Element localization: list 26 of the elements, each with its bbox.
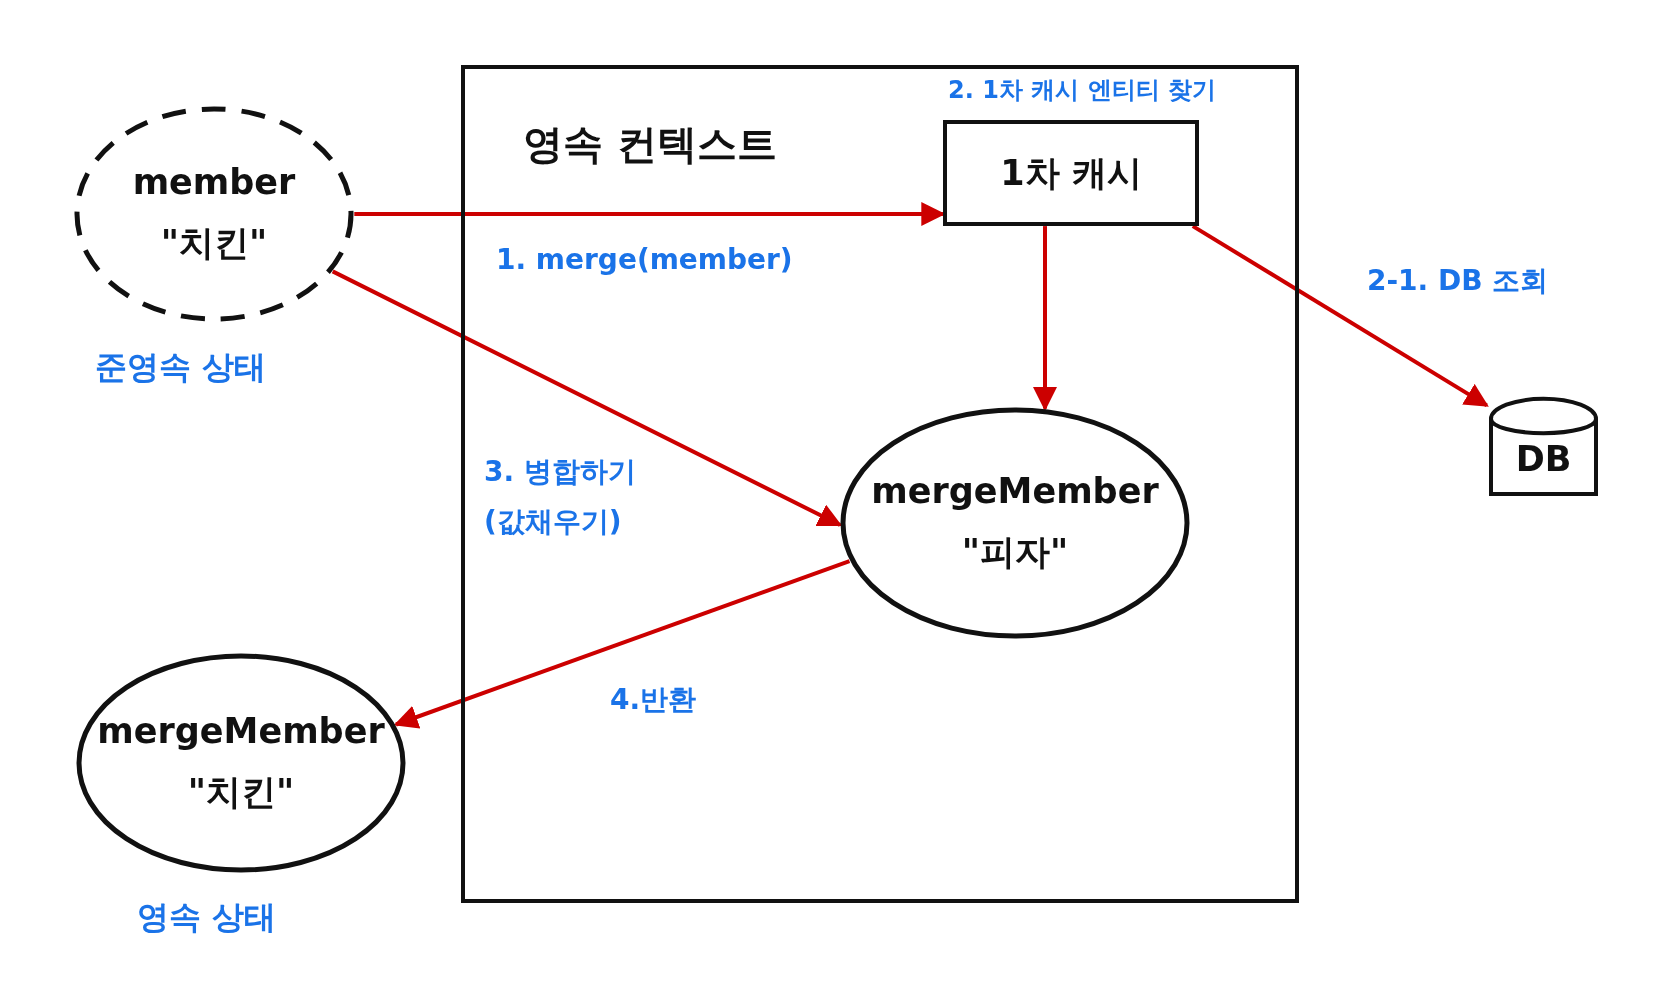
arrow xyxy=(393,559,851,729)
node-title: mergeMember xyxy=(97,710,385,751)
dashed-cloud xyxy=(74,106,354,322)
node-title: DB xyxy=(1515,438,1572,479)
box-title: 영속 컨텍스트 xyxy=(523,120,777,169)
state-label: 영속 상태 xyxy=(137,897,277,938)
edge-label: 4.반환 xyxy=(610,682,697,718)
entity-blob xyxy=(840,407,1190,639)
state-label: 준영속 상태 xyxy=(95,347,267,388)
edge-label: 3. 병합하기 (값채우기) xyxy=(484,454,637,541)
arrow xyxy=(1033,226,1057,411)
context-box xyxy=(461,65,1299,903)
cache-box xyxy=(943,120,1199,226)
node-title: mergeMember xyxy=(871,470,1159,511)
edge-label: 2-1. DB 조회 xyxy=(1367,263,1549,299)
node-value: "치킨" xyxy=(160,221,268,265)
node-title: 1차 캐시 xyxy=(1000,151,1142,195)
arrow xyxy=(331,269,843,527)
edge-label: 1. merge(member) xyxy=(496,243,793,276)
node-value: "치킨" xyxy=(187,770,295,814)
arrow xyxy=(1191,224,1489,408)
arrow xyxy=(354,202,946,226)
state-label: 2. 1차 캐시 엔티티 찾기 xyxy=(948,75,1216,106)
entity-blob xyxy=(76,653,406,873)
node-value: "피자" xyxy=(961,530,1069,574)
node-title: member xyxy=(132,161,296,202)
